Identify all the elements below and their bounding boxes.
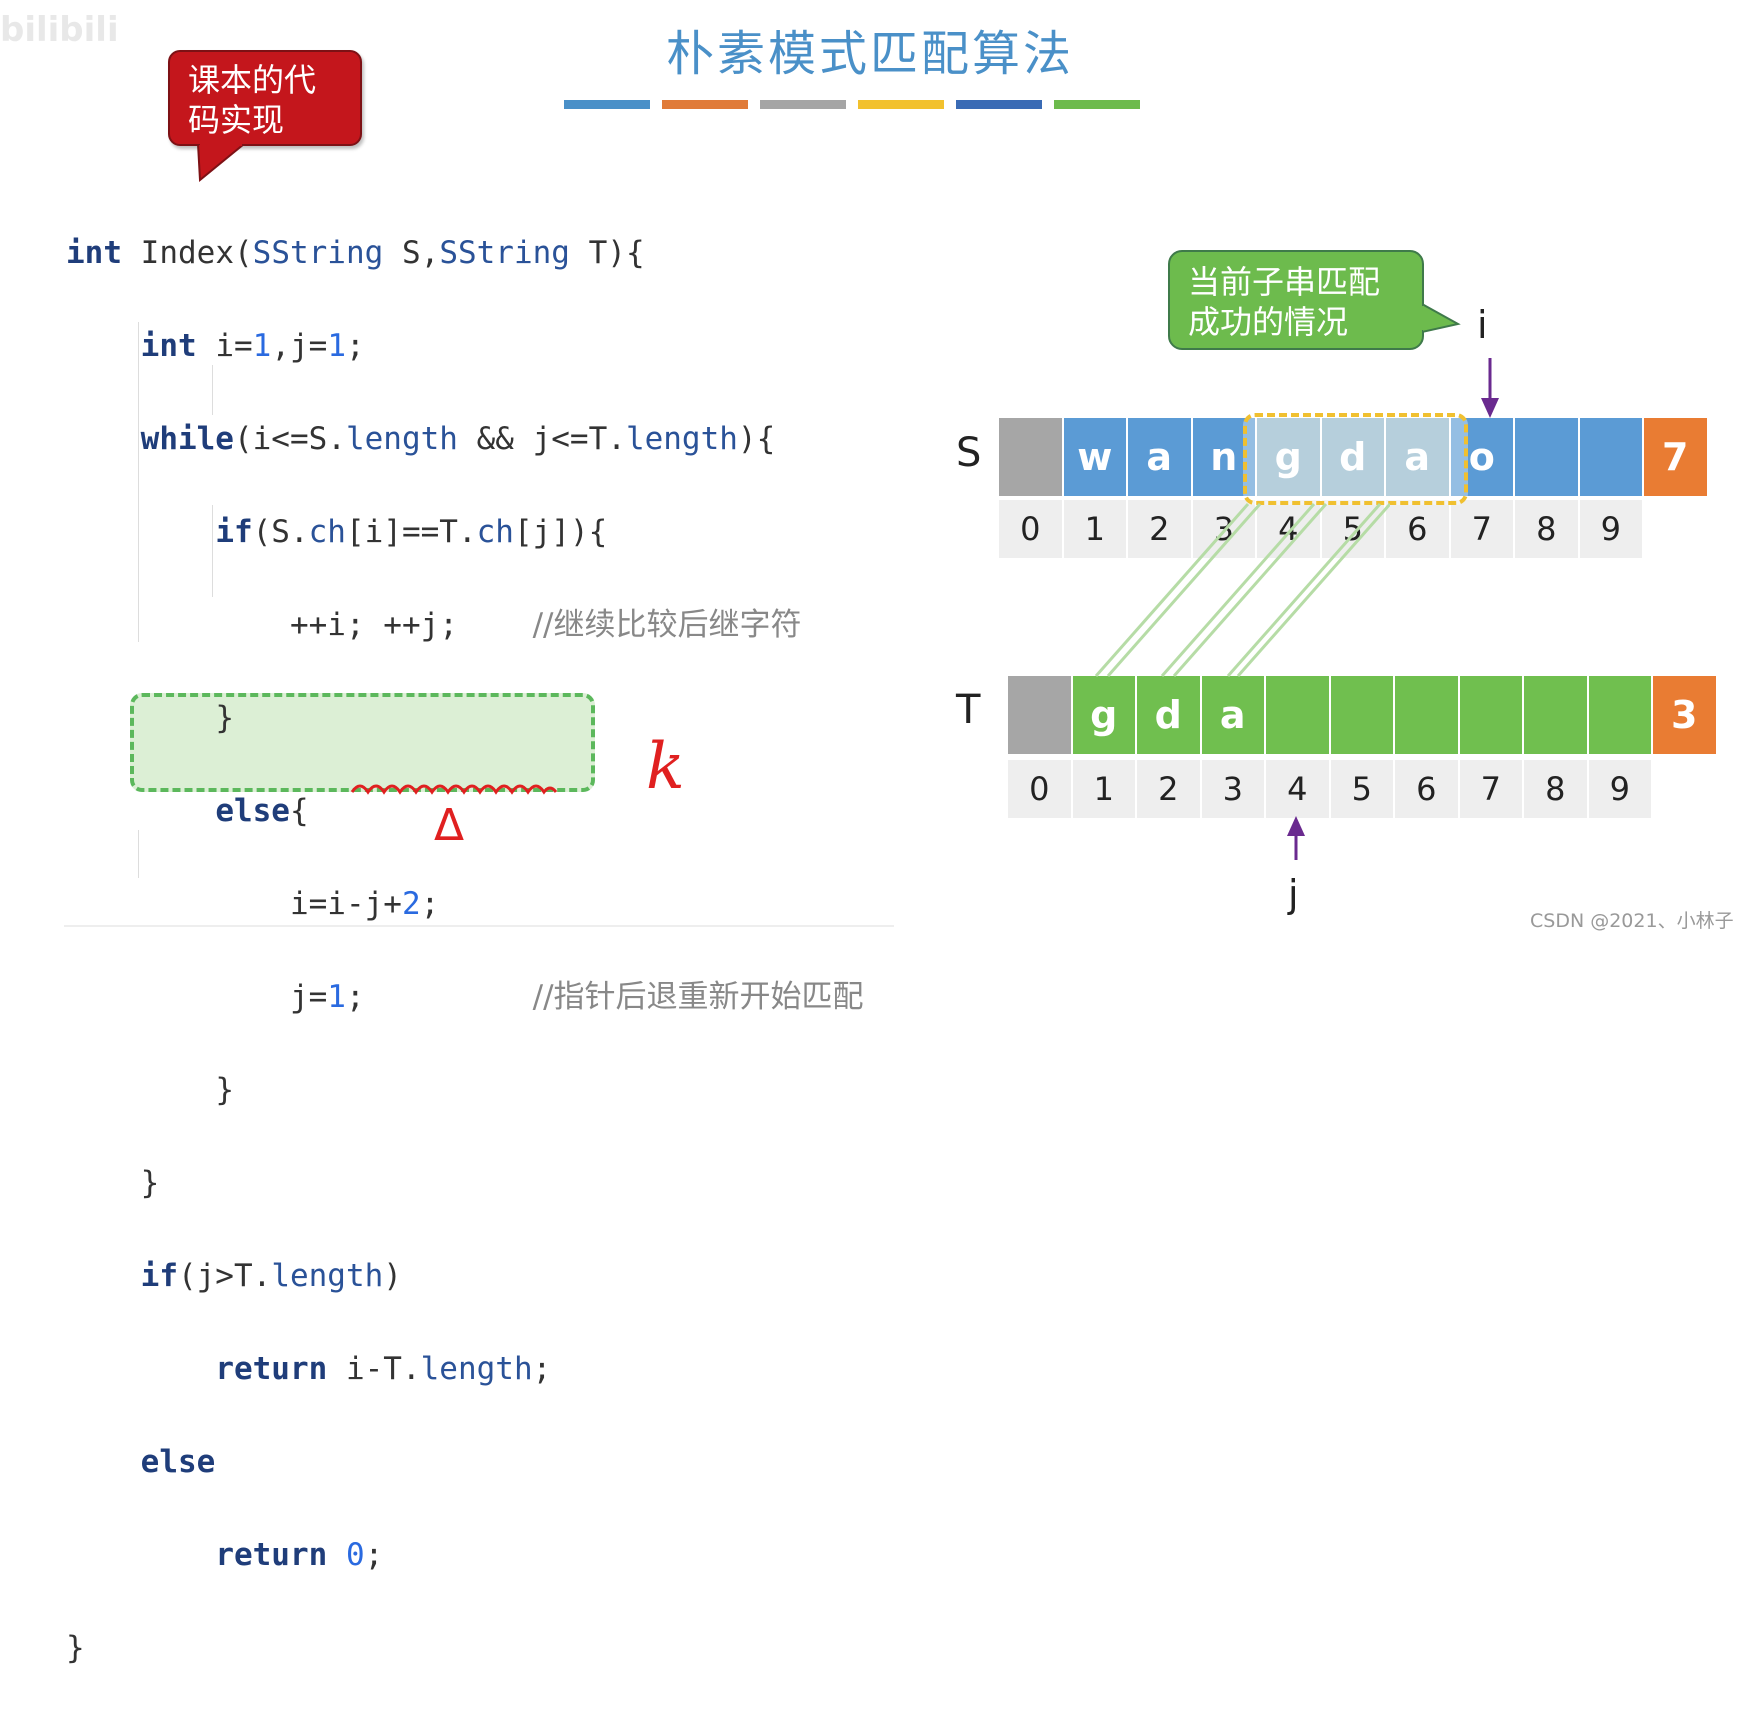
t-index-1: 1 (1072, 760, 1137, 818)
t-index-8: 8 (1524, 760, 1589, 818)
color-bar-1 (662, 100, 748, 109)
s-cell-10: 7 (1644, 418, 1709, 496)
t-index-0: 0 (1008, 760, 1073, 818)
s-index-6: 6 (1386, 500, 1451, 558)
s-index-8: 8 (1515, 500, 1580, 558)
t-cell-8 (1524, 676, 1589, 754)
callout-line-2: 码实现 (188, 101, 285, 139)
code-line-2: int i=1,j=1; (140, 327, 365, 364)
code-line-9: j=1; //指针后退重新开始匹配 (289, 978, 864, 1015)
code-line-1: int Index(SString S,SString T){ (66, 234, 645, 271)
code-line-7: else{ (215, 792, 309, 829)
pointer-i-label: i (1477, 303, 1488, 347)
t-cell-3: a (1201, 676, 1266, 754)
indent-guide (138, 322, 139, 642)
t-index-9: 9 (1588, 760, 1653, 818)
code-line-16: } (66, 1629, 85, 1666)
code-line-12: if(j>T.length) (140, 1257, 402, 1294)
code-line-14: else (140, 1443, 216, 1480)
s-cell-6: a (1386, 418, 1451, 496)
match-success-callout: 当前子串匹配 成功的情况 (1168, 250, 1424, 350)
t-index-4: 4 (1266, 760, 1331, 818)
color-bar-4 (956, 100, 1042, 109)
code-line-15: return 0; (215, 1536, 384, 1573)
s-index-1: 1 (1063, 500, 1128, 558)
t-cell-2: d (1137, 676, 1202, 754)
match-success-highlight (130, 693, 595, 792)
page-title: 朴素模式匹配算法 (665, 26, 1074, 82)
indent-guide (212, 505, 213, 597)
t-cell-9 (1588, 676, 1653, 754)
t-cell-4 (1266, 676, 1331, 754)
t-index-6: 6 (1395, 760, 1460, 818)
code-line-13: return i-T.length; (215, 1350, 552, 1387)
t-cell-10: 3 (1653, 676, 1718, 754)
s-index-7: 7 (1450, 500, 1515, 558)
s-cell-4: g (1257, 418, 1322, 496)
s-cell-5: d (1321, 418, 1386, 496)
pointer-j-arrow (1287, 816, 1305, 860)
t-cell-0 (1008, 676, 1073, 754)
callout-line-2: 成功的情况 (1188, 303, 1349, 341)
code-line-10: } (215, 1071, 234, 1108)
s-cell-9 (1579, 418, 1644, 496)
callout-pointer (196, 144, 246, 183)
callout-line-1: 当前子串匹配 (1188, 263, 1381, 301)
s-index-0: 0 (999, 500, 1064, 558)
t-cell-7 (1459, 676, 1524, 754)
t-index-5: 5 (1330, 760, 1395, 818)
handwritten-underline (350, 784, 558, 795)
code-line-6: } (215, 699, 234, 736)
t-index-7: 7 (1459, 760, 1524, 818)
t-cell-5 (1330, 676, 1395, 754)
s-index-2: 2 (1128, 500, 1193, 558)
watermark: CSDN @2021、小林子 (1530, 910, 1734, 932)
pointer-j-label: j (1288, 872, 1299, 916)
code-line-3: while(i<=S.length && j<=T.length){ (140, 420, 776, 457)
code-block: int Index(SString S,SString T){ int i=1,… (66, 183, 864, 1718)
pointer-i-arrow (1481, 358, 1499, 418)
callout-line-1: 课本的代 (188, 61, 317, 99)
callout-pointer (1422, 302, 1461, 334)
t-cell-6 (1395, 676, 1460, 754)
code-bottom-rule (64, 925, 894, 927)
code-line-11: } (140, 1164, 160, 1201)
t-label: T (956, 687, 981, 733)
s-cell-2: a (1128, 418, 1193, 496)
code-line-5: ++i; ++j; //继续比较后继字符 (289, 606, 802, 643)
handwritten-k: k (646, 730, 685, 804)
indent-guide (138, 830, 139, 878)
color-bar-3 (858, 100, 944, 109)
bilibili-logo: bilibili (0, 10, 119, 50)
color-bar-0 (564, 100, 650, 109)
match-mapping-lines (1094, 503, 1390, 677)
s-cell-7: o (1450, 418, 1515, 496)
s-label: S (956, 430, 982, 476)
code-line-8: i=i-j+2; (289, 885, 440, 922)
handwritten-triangle: Δ (434, 800, 465, 851)
matched-substring-box (1243, 413, 1468, 505)
t-index-3: 3 (1201, 760, 1266, 818)
t-cell-1: g (1072, 676, 1137, 754)
textbook-code-callout: 课本的代 码实现 (168, 50, 362, 146)
s-cell-8 (1515, 418, 1580, 496)
color-bar-2 (760, 100, 846, 109)
indent-guide (212, 365, 213, 415)
s-cell-0 (999, 418, 1064, 496)
s-index-9: 9 (1579, 500, 1644, 558)
code-line-4: if(S.ch[i]==T.ch[j]){ (215, 513, 608, 550)
color-bar-5 (1054, 100, 1140, 109)
t-index-2: 2 (1137, 760, 1202, 818)
s-cell-1: w (1063, 418, 1128, 496)
